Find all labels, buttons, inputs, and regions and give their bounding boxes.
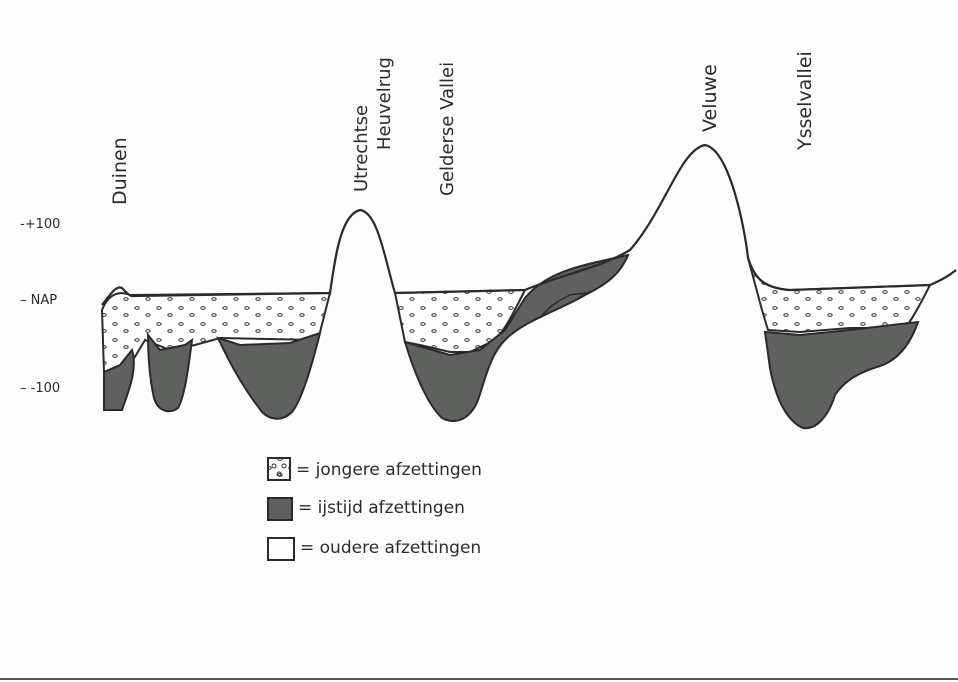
ice-age-deposit-ijsselvallei (765, 322, 918, 428)
younger-deposit-ijsselvallei (748, 258, 930, 332)
label-veluwe: Veluwe (699, 64, 721, 132)
dotted-square-icon (268, 458, 290, 480)
legend: = jongere afzettingen = ijstijd afzettin… (268, 458, 482, 560)
height-label-plus-100: -+100 (20, 217, 60, 232)
surface-profile-line (102, 145, 956, 305)
ice-age-deposits (104, 255, 918, 428)
younger-deposit-gelderse-vallei (395, 290, 525, 352)
page-edge (0, 678, 958, 680)
ice-age-deposit-3 (218, 333, 320, 419)
label-gelderse-vallei: Gelderse Vallei (437, 62, 458, 196)
filled-square-icon (268, 498, 292, 520)
label-duinen: Duinen (109, 137, 131, 205)
height-label-minus-100: – -100 (20, 381, 60, 396)
label-heuvelrug: Heuvelrug (374, 57, 395, 150)
empty-square-icon (268, 538, 294, 560)
label-ijsselvallei: Ysselvallei (794, 51, 816, 151)
height-label-nap: – NAP (20, 293, 57, 308)
legend-younger-deposits: = jongere afzettingen (296, 460, 482, 480)
legend-older-deposits: = oudere afzettingen (300, 538, 481, 558)
label-utrechtse: Utrechtse (351, 105, 372, 192)
legend-ice-age-deposits: = ijstijd afzettingen (298, 498, 465, 518)
